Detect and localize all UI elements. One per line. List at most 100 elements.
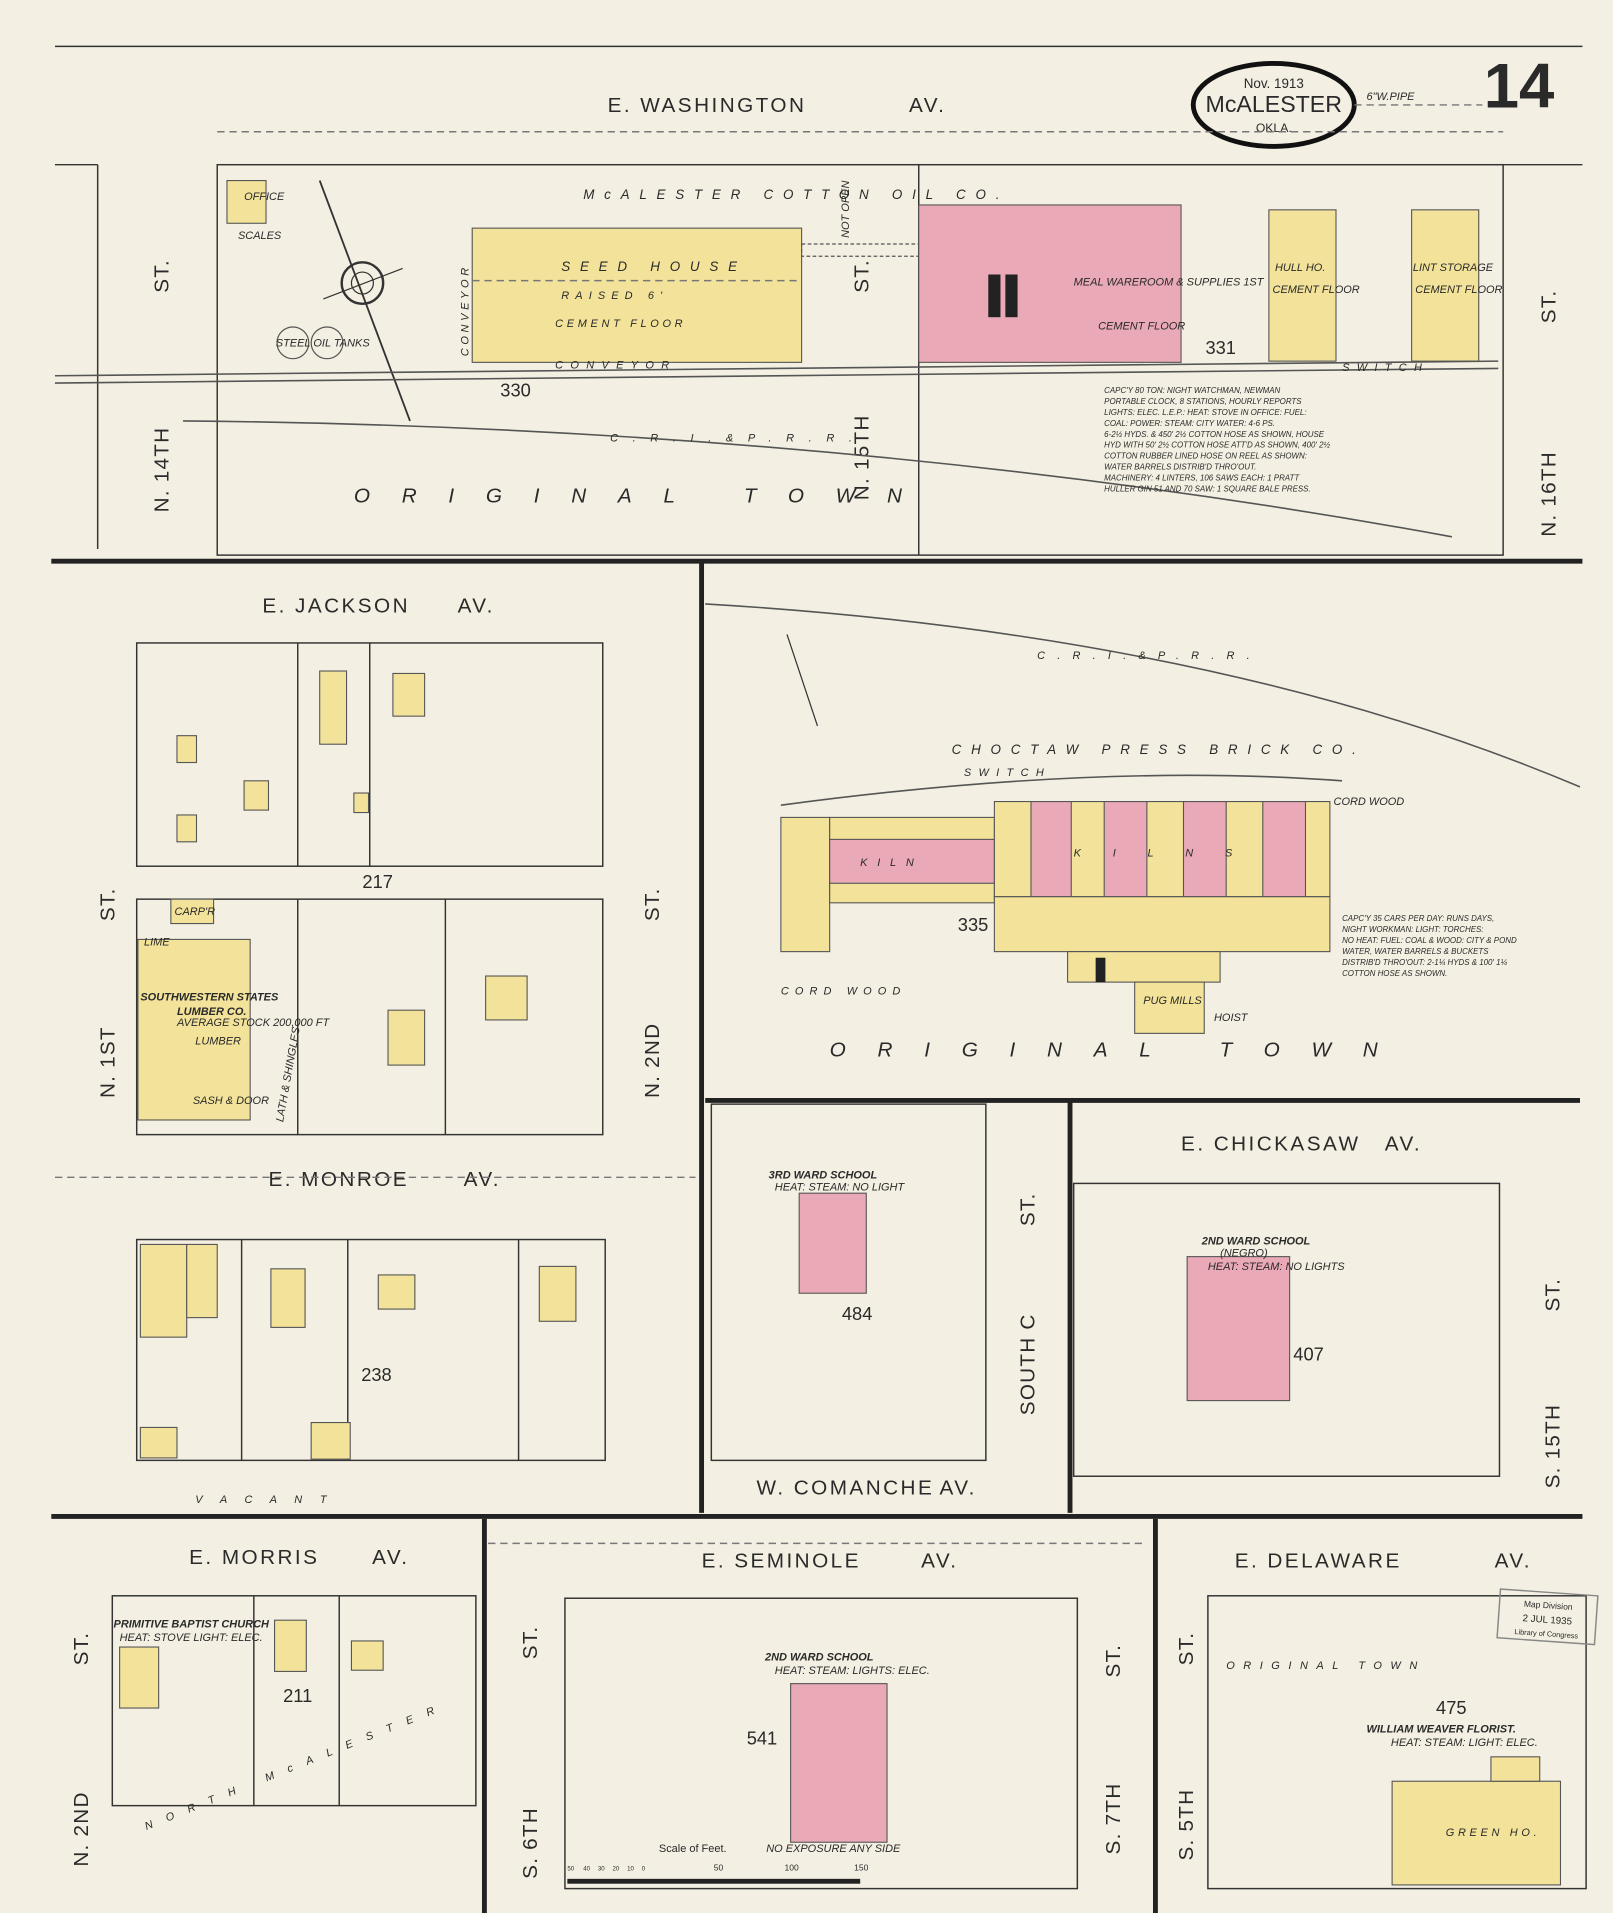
kiln xyxy=(829,838,995,884)
street-st: ST. xyxy=(851,259,874,293)
note-line: NO HEAT: FUEL: COAL & WOOD: CITY & POND xyxy=(1342,936,1517,945)
oil-tank xyxy=(310,326,344,360)
street-south-c: SOUTH C xyxy=(1017,1313,1040,1415)
2nd-ward-school-label: 2ND WARD SCHOOL xyxy=(764,1651,874,1663)
map-date: Nov. 1913 xyxy=(1244,76,1304,91)
stamp-line: 2 JUL 1935 xyxy=(1522,1613,1573,1627)
street-s-5th: S. 5TH xyxy=(1175,1789,1198,1861)
oil-tank xyxy=(276,326,310,360)
note-line: LIGHTS: ELEC. L.E.P.: HEAT: STOVE IN OFF… xyxy=(1104,408,1306,417)
scale-tick: 50 xyxy=(714,1862,724,1872)
scale-tick: 30 xyxy=(598,1865,605,1872)
block-484-section: 3RD WARD SCHOOL HEAT: STEAM: NO LIGHT 48… xyxy=(710,1103,1040,1500)
lint-floor-label: CEMENT FLOOR xyxy=(1415,284,1502,296)
block-541-section: E. SEMINOLE AV. 2ND WARD SCHOOL HEAT: ST… xyxy=(488,1542,1147,1890)
scale-tick: 100 xyxy=(785,1862,799,1872)
street-suffix: AV. xyxy=(939,1477,976,1500)
stamp-line: Library of Congress xyxy=(1514,1627,1579,1640)
street-e-chickasaw: E. CHICKASAW xyxy=(1181,1132,1360,1155)
street-n-2nd: N. 2ND xyxy=(70,1791,93,1866)
note-line: WATER BARRELS DISTRIB'D THRO'OUT. xyxy=(1104,463,1256,472)
seed-house-label: SEED HOUSE xyxy=(561,259,747,274)
sheet-number: 14 xyxy=(1484,51,1555,121)
block-number-484: 484 xyxy=(842,1303,873,1324)
street-st: ST. xyxy=(641,887,664,921)
cord-wood-label: CORD WOOD xyxy=(781,985,907,997)
lumber-co-name: SOUTHWESTERN STATES xyxy=(140,991,279,1003)
dwelling xyxy=(270,1268,306,1328)
switch-label: SWITCH xyxy=(964,767,1051,779)
railroad-label: C.R.I.&P.R.R. xyxy=(610,433,867,445)
street-st: ST. xyxy=(1102,1644,1125,1678)
note-line: COAL: POWER: STEAM: CITY WATER: 4-6 PS. xyxy=(1104,419,1275,428)
steel-tanks-label: STEEL OIL TANKS xyxy=(276,337,371,349)
block-number-330: 330 xyxy=(500,380,531,401)
note-line: DISTRIB'D THRO'OUT: 2-1¼ HYDS & 100' 1¼ xyxy=(1342,958,1507,967)
green-house xyxy=(1391,1780,1562,1886)
heat-label: HEAT: STEAM: NO LIGHTS xyxy=(1208,1261,1345,1273)
street-suffix: AV. xyxy=(1385,1132,1422,1155)
lint-storage-label: LINT STORAGE xyxy=(1413,262,1494,274)
seed-raised-label: RAISED 6' xyxy=(561,290,668,302)
scale-bar: Scale of Feet. NO EXPOSURE ANY SIDE 50 4… xyxy=(567,1843,901,1884)
top-section: E. WASHINGTON AV. ST. N. 14TH ST. N. 15T… xyxy=(54,94,1583,556)
switch-track xyxy=(780,774,1343,807)
street-st: ST. xyxy=(70,1632,93,1666)
choctaw-section: C.R.I.&P.R.R. CHOCTAW PRESS BRICK CO. SW… xyxy=(705,603,1581,1062)
dwelling xyxy=(377,1274,416,1310)
railroad-track xyxy=(54,367,1499,384)
railroad-track xyxy=(705,603,1581,788)
street-st: ST. xyxy=(97,887,120,921)
dwelling xyxy=(274,1619,307,1672)
3rd-ward-school-label: 3RD WARD SCHOOL xyxy=(769,1170,878,1182)
cord-wood-label: CORD WOOD xyxy=(1334,796,1405,808)
green-ho-label: GREEN HO. xyxy=(1446,1827,1541,1839)
street-e-washington: E. WASHINGTON xyxy=(608,94,807,117)
shed xyxy=(353,792,370,814)
block-number-217: 217 xyxy=(362,871,393,892)
block-number-238: 238 xyxy=(361,1364,392,1385)
hull-house-label: HULL HO. xyxy=(1275,262,1325,274)
hoist-label: HOIST xyxy=(1214,1012,1249,1024)
block-475-section: E. DELAWARE AV. ORIGINAL TOWN 475 WILLIA… xyxy=(1175,1550,1599,1890)
pipe-label: 6"W.PIPE xyxy=(1366,91,1415,103)
note-line: PORTABLE CLOCK, 8 STATIONS, HOURLY REPOR… xyxy=(1104,397,1302,406)
vacant-label: V A C A N T xyxy=(195,1494,334,1506)
original-town-label: ORIGINAL TOWN xyxy=(1226,1660,1426,1672)
not-open-label: NOT OPEN xyxy=(840,181,852,238)
block-number-331: 331 xyxy=(1205,337,1236,358)
conveyor-label: CONVEYOR xyxy=(460,264,472,356)
dwelling xyxy=(387,1009,426,1066)
exposure-label: NO EXPOSURE ANY SIDE xyxy=(766,1843,901,1855)
kiln xyxy=(1262,801,1307,898)
street-st: ST. xyxy=(1017,1193,1040,1227)
brick-machine xyxy=(1067,951,1221,983)
2nd-ward-school-label: 2ND WARD SCHOOL xyxy=(1201,1235,1311,1247)
street-suffix: AV. xyxy=(372,1546,409,1569)
original-town-label: ORIGINAL TOWN xyxy=(354,485,934,508)
street-n-16th: N. 16TH xyxy=(1538,451,1561,537)
scale-tick: 40 xyxy=(583,1865,590,1872)
dwelling xyxy=(319,670,348,745)
street-st: ST. xyxy=(1538,290,1561,324)
pug-mills-label: PUG MILLS xyxy=(1143,995,1202,1007)
florist-label: WILLIAM WEAVER FLORIST. xyxy=(1366,1723,1515,1735)
shed xyxy=(310,1422,351,1460)
street-st: ST. xyxy=(150,259,173,293)
boiler xyxy=(988,274,1001,318)
street-suffix: AV. xyxy=(464,1168,501,1191)
heat-label: HEAT: STEAM: LIGHT: ELEC. xyxy=(1391,1737,1538,1749)
block-lumber xyxy=(135,898,604,1136)
florist-office xyxy=(1490,1756,1541,1782)
hull-floor-label: CEMENT FLOOR xyxy=(1273,284,1360,296)
street-n-1st: N. 1ST xyxy=(97,1026,120,1098)
lime-label: LIME xyxy=(144,937,170,949)
note-line: HYD WITH 50' 2½ COTTON HOSE ATT'D AS SHO… xyxy=(1104,441,1330,450)
stamp-line: Map Division xyxy=(1524,1599,1574,1612)
choctaw-brick-label: CHOCTAW PRESS BRICK CO. xyxy=(952,742,1366,757)
carpr-label: CARP'R xyxy=(175,906,216,918)
block-number-335: 335 xyxy=(958,914,989,935)
heat-label: HEAT: STOVE LIGHT: ELEC. xyxy=(120,1632,263,1644)
lumber-yard-sheds xyxy=(137,938,251,1121)
block-number-541: 541 xyxy=(747,1728,778,1749)
